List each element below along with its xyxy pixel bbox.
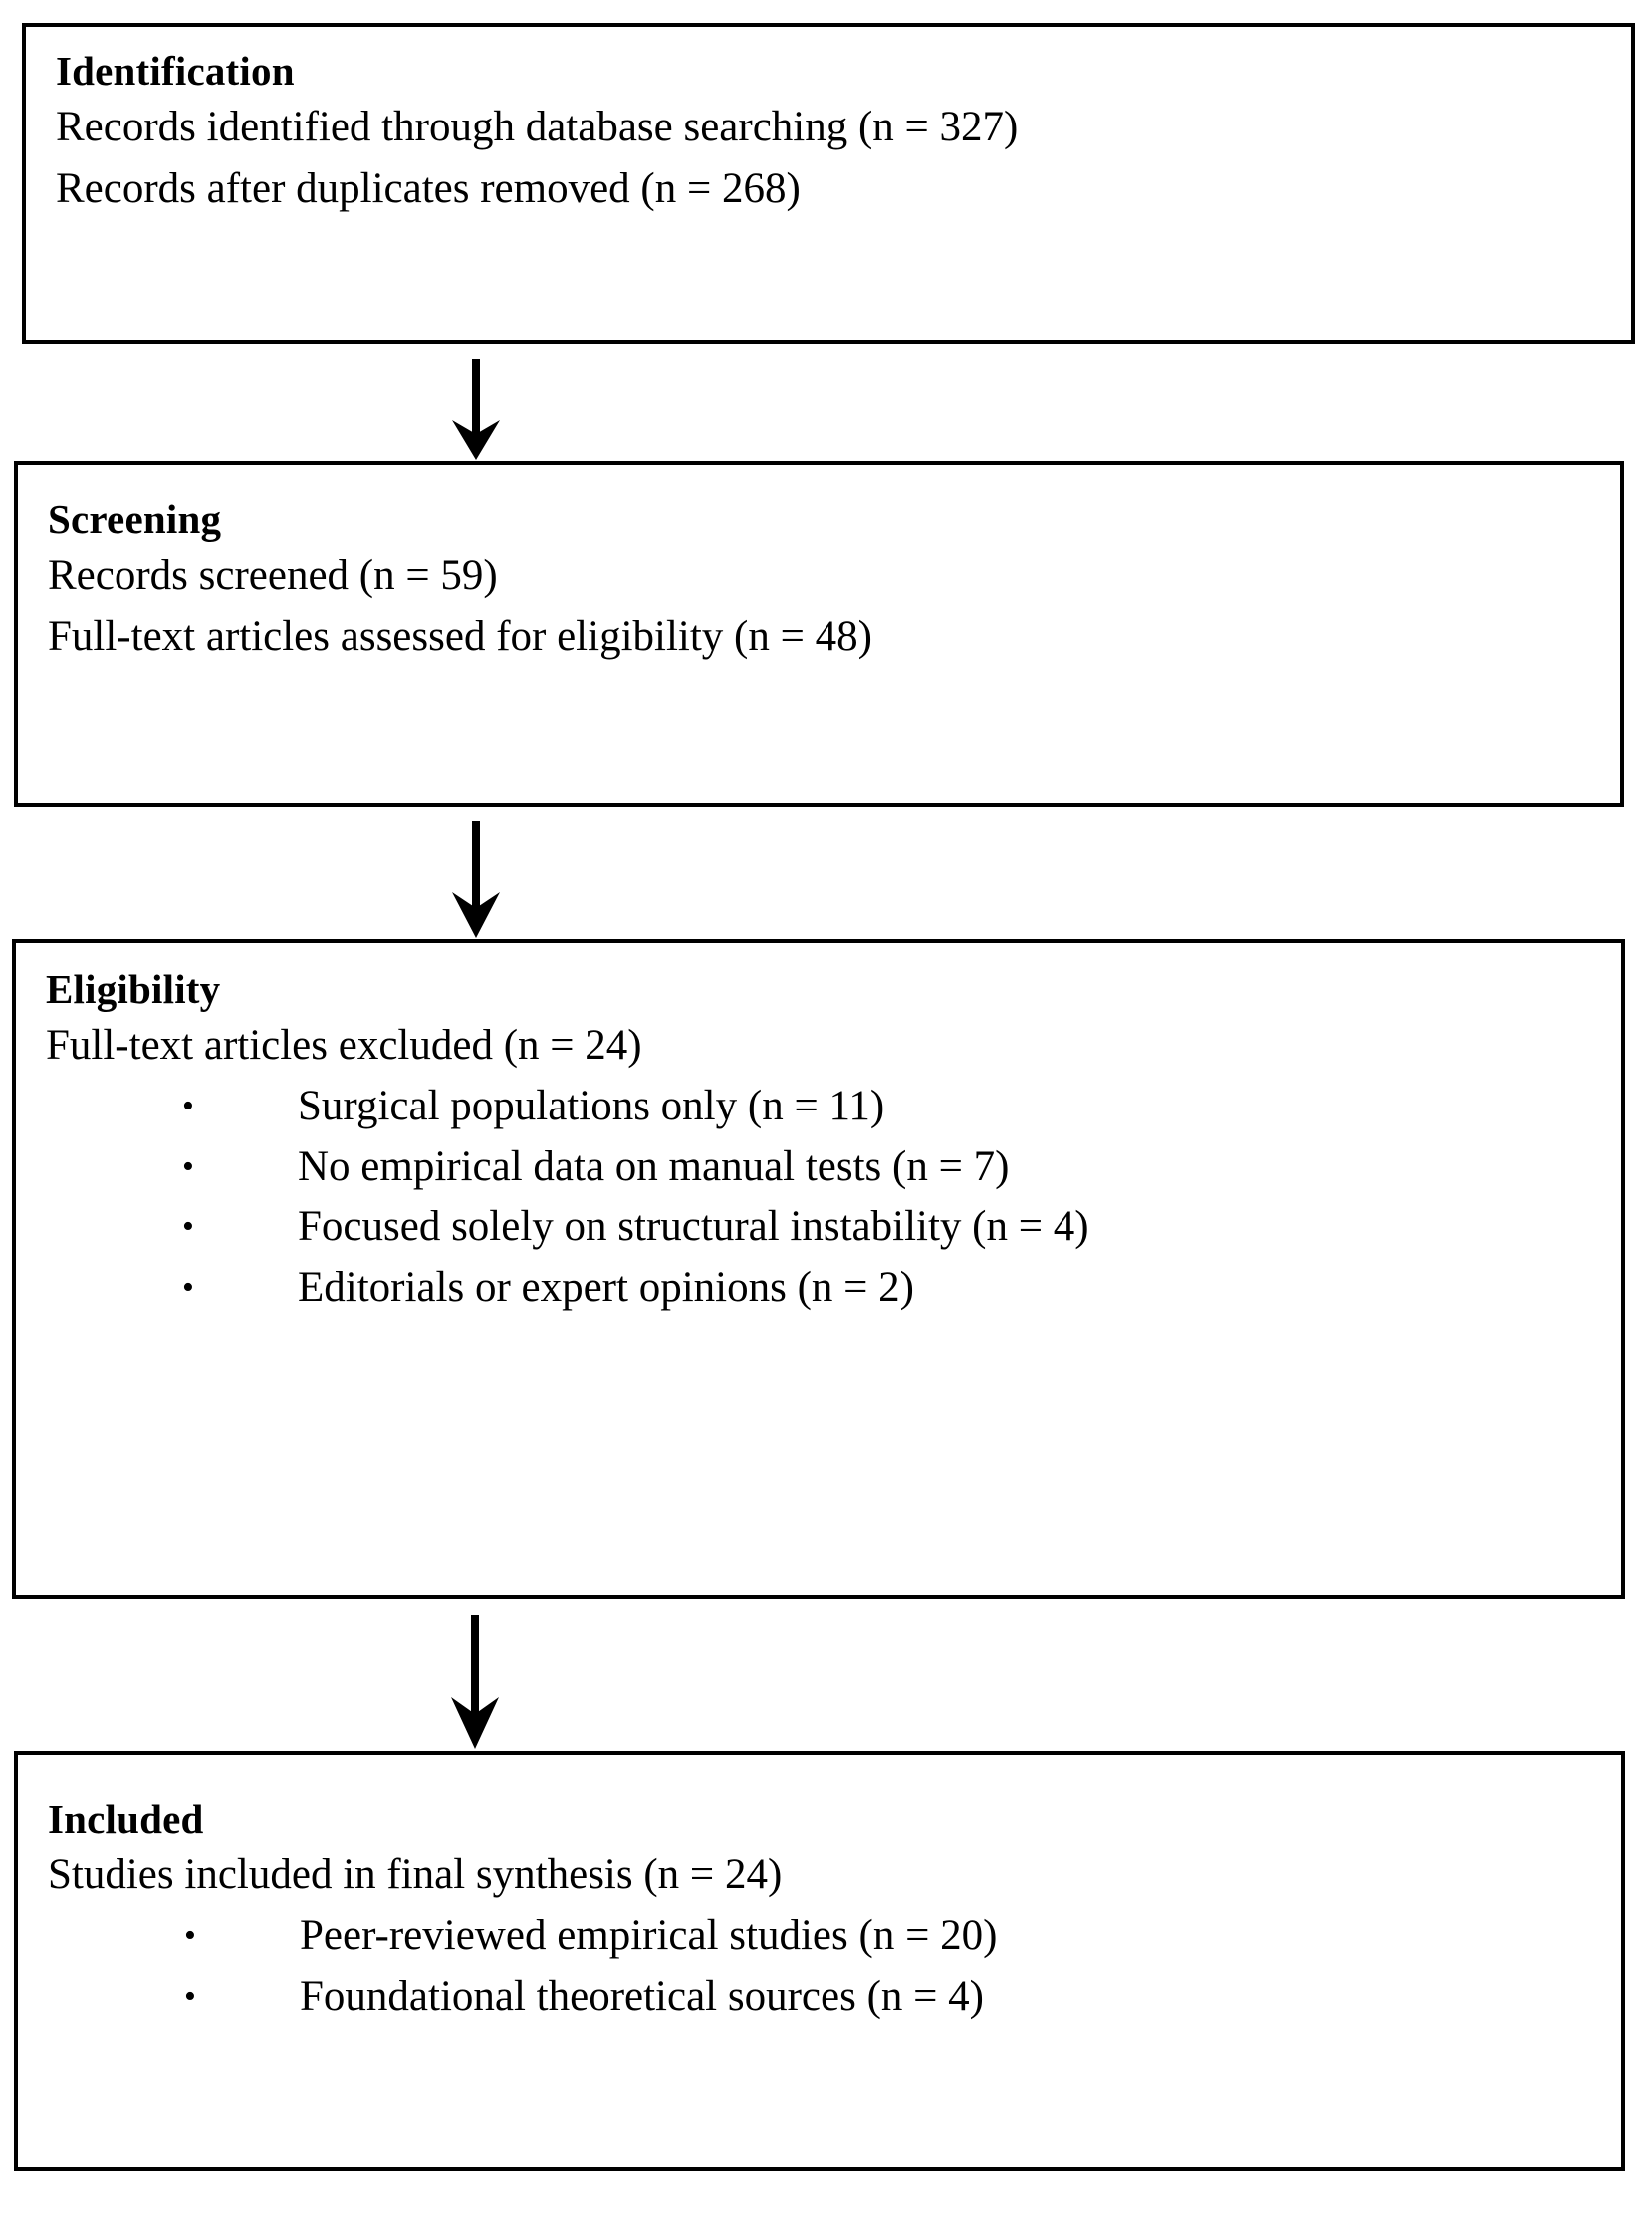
down-arrow-icon bbox=[441, 359, 511, 460]
list-item: • Surgical populations only (n = 11) bbox=[46, 1077, 1597, 1137]
bullet-icon: • bbox=[184, 1977, 196, 2015]
stage-content-screening: Screening Records screened (n = 59) Full… bbox=[48, 493, 1596, 667]
list-item: • Editorials or expert opinions (n = 2) bbox=[46, 1258, 1597, 1319]
down-arrow-icon bbox=[441, 821, 511, 938]
stage-title-screening: Screening bbox=[48, 496, 222, 542]
stage-line-records-screened: Records screened (n = 59) bbox=[48, 552, 498, 600]
list-item: • No empirical data on manual tests (n =… bbox=[46, 1137, 1597, 1198]
stage-line-records-after-duplicates: Records after duplicates removed (n = 26… bbox=[56, 164, 801, 212]
list-item-label: Peer-reviewed empirical studies (n = 20) bbox=[300, 1911, 998, 1959]
stage-line-fulltext-excluded: Full-text articles excluded (n = 24) bbox=[46, 1022, 642, 1070]
stage-box-included: Included Studies included in final synth… bbox=[14, 1751, 1625, 2171]
list-item-label: Focused solely on structural instability… bbox=[298, 1203, 1089, 1251]
list-item-label: Foundational theoretical sources (n = 4) bbox=[300, 1972, 984, 2020]
stage-content-eligibility: Eligibility Full-text articles excluded … bbox=[46, 963, 1597, 1318]
included-source-list: • Peer-reviewed empirical studies (n = 2… bbox=[48, 1906, 1597, 2027]
stage-content-included: Included Studies included in final synth… bbox=[48, 1793, 1597, 2027]
list-item: • Peer-reviewed empirical studies (n = 2… bbox=[48, 1906, 1597, 1967]
stage-box-screening: Screening Records screened (n = 59) Full… bbox=[14, 461, 1624, 807]
list-item-label: Surgical populations only (n = 11) bbox=[298, 1082, 885, 1129]
bullet-icon: • bbox=[182, 1208, 194, 1246]
down-arrow-icon bbox=[440, 1615, 510, 1749]
exclusion-reason-list: • Surgical populations only (n = 11) • N… bbox=[46, 1077, 1597, 1319]
stage-content-identification: Identification Records identified throug… bbox=[56, 45, 1607, 219]
stage-box-identification: Identification Records identified throug… bbox=[22, 23, 1635, 344]
bullet-icon: • bbox=[182, 1268, 194, 1306]
list-item: • Foundational theoretical sources (n = … bbox=[48, 1967, 1597, 2028]
bullet-icon: • bbox=[182, 1147, 194, 1185]
stage-title-identification: Identification bbox=[56, 48, 295, 94]
list-item: • Focused solely on structural instabili… bbox=[46, 1197, 1597, 1258]
bullet-icon: • bbox=[182, 1087, 194, 1124]
list-item-label: Editorials or expert opinions (n = 2) bbox=[298, 1263, 914, 1311]
stage-box-eligibility: Eligibility Full-text articles excluded … bbox=[12, 939, 1625, 1599]
list-item-label: No empirical data on manual tests (n = 7… bbox=[298, 1142, 1010, 1190]
bullet-icon: • bbox=[184, 1916, 196, 1954]
stage-line-records-identified: Records identified through database sear… bbox=[56, 104, 1019, 151]
stage-line-fulltext-assessed: Full-text articles assessed for eligibil… bbox=[48, 613, 872, 660]
stage-line-studies-included: Studies included in final synthesis (n =… bbox=[48, 1851, 783, 1899]
stage-title-eligibility: Eligibility bbox=[46, 966, 221, 1012]
stage-title-included: Included bbox=[48, 1796, 204, 1842]
